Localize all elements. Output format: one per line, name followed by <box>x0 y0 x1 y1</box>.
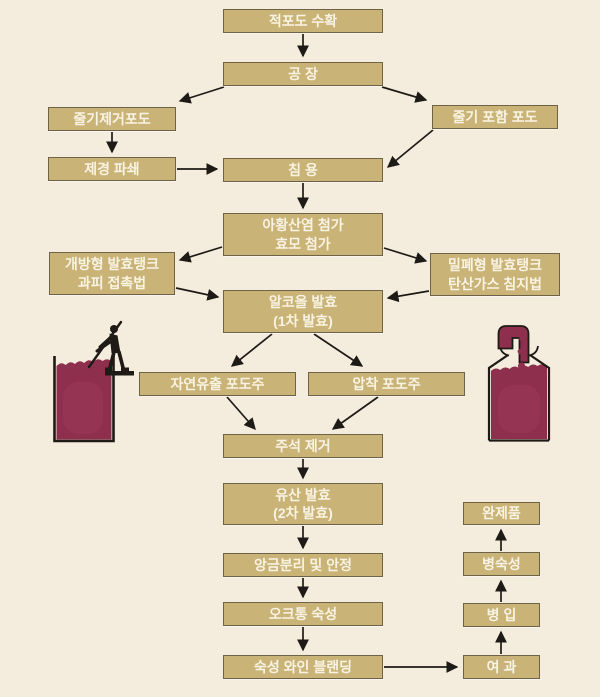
flow-node-label: 효모 첨가 <box>275 235 331 252</box>
flow-node-label: 유산 발효 <box>275 486 331 503</box>
flow-node-finished-product: 완제품 <box>463 502 540 525</box>
flow-node-label: 알코올 발효 <box>268 294 338 311</box>
flow-node-label: 아황산염 첨가 <box>262 217 344 234</box>
flow-node-aged-wine-blending: 숙성 와인 블랜딩 <box>223 655 383 679</box>
flow-node-label: 밀폐형 발효탱크 <box>447 257 543 274</box>
flow-node-alcohol-fermentation: 알코올 발효(1차 발효) <box>223 290 383 333</box>
flow-node-lees-separation-stabilization: 앙금분리 및 안정 <box>223 553 383 577</box>
flow-node-bottle-aging: 병숙성 <box>463 552 540 576</box>
flow-node-press-wine: 압착 포도주 <box>308 372 465 396</box>
flow-node-label: (1차 발효) <box>273 312 333 329</box>
flow-node-label: 공 장 <box>288 65 318 82</box>
flow-node-label: 자연유출 포도주 <box>170 375 265 392</box>
flow-node-label: 완제품 <box>482 505 521 522</box>
flow-node-label: 제경 파쇄 <box>84 160 140 177</box>
flow-node-oak-barrel-aging: 오크통 숙성 <box>223 602 383 626</box>
flow-node-label: 줄기 포함 포도 <box>452 108 538 125</box>
flow-node-label: 병 입 <box>486 606 517 623</box>
flow-node-label: 앙금분리 및 안정 <box>254 556 352 573</box>
flow-node-label: 병숙성 <box>482 555 521 572</box>
flow-node-label: 주석 제거 <box>275 437 331 454</box>
flow-node-grapes-with-stems: 줄기 포함 포도 <box>432 105 558 129</box>
flow-node-label: 압착 포도주 <box>352 375 421 392</box>
flow-node-label: (2차 발효) <box>273 505 333 521</box>
flow-node-label: 숙성 와인 블랜딩 <box>254 658 352 675</box>
flow-node-malolactic-fermentation: 유산 발효 (2차 발효) <box>223 483 383 525</box>
flow-node-label: 과피 접촉법 <box>77 274 147 291</box>
flow-node-maceration: 침 용 <box>223 158 383 182</box>
flow-node-bottling: 병 입 <box>463 603 540 627</box>
flow-node-label: 탄산가스 침지법 <box>447 275 543 292</box>
flow-node-filtration: 여 과 <box>463 655 540 679</box>
flow-node-factory: 공 장 <box>223 62 383 86</box>
flow-node-label: 오크통 숙성 <box>268 605 338 622</box>
flow-node-free-run-wine: 자연유출 포도주 <box>139 372 296 396</box>
flow-node-tartar-removal: 주석 제거 <box>223 434 383 458</box>
flow-node-destem-crush: 제경 파쇄 <box>48 157 176 181</box>
flow-node-label: 여 과 <box>486 658 517 675</box>
flow-node-harvest: 적포도 수확 <box>223 9 383 33</box>
flow-node-label: 개방형 발효탱크 <box>64 256 160 273</box>
flow-node-label: 침 용 <box>288 161 318 178</box>
flow-node-label: 적포도 수확 <box>268 12 338 29</box>
flow-node-label: 줄기제거포도 <box>73 110 151 127</box>
flow-node-destemmed-grapes: 줄기제거포도 <box>48 107 176 131</box>
